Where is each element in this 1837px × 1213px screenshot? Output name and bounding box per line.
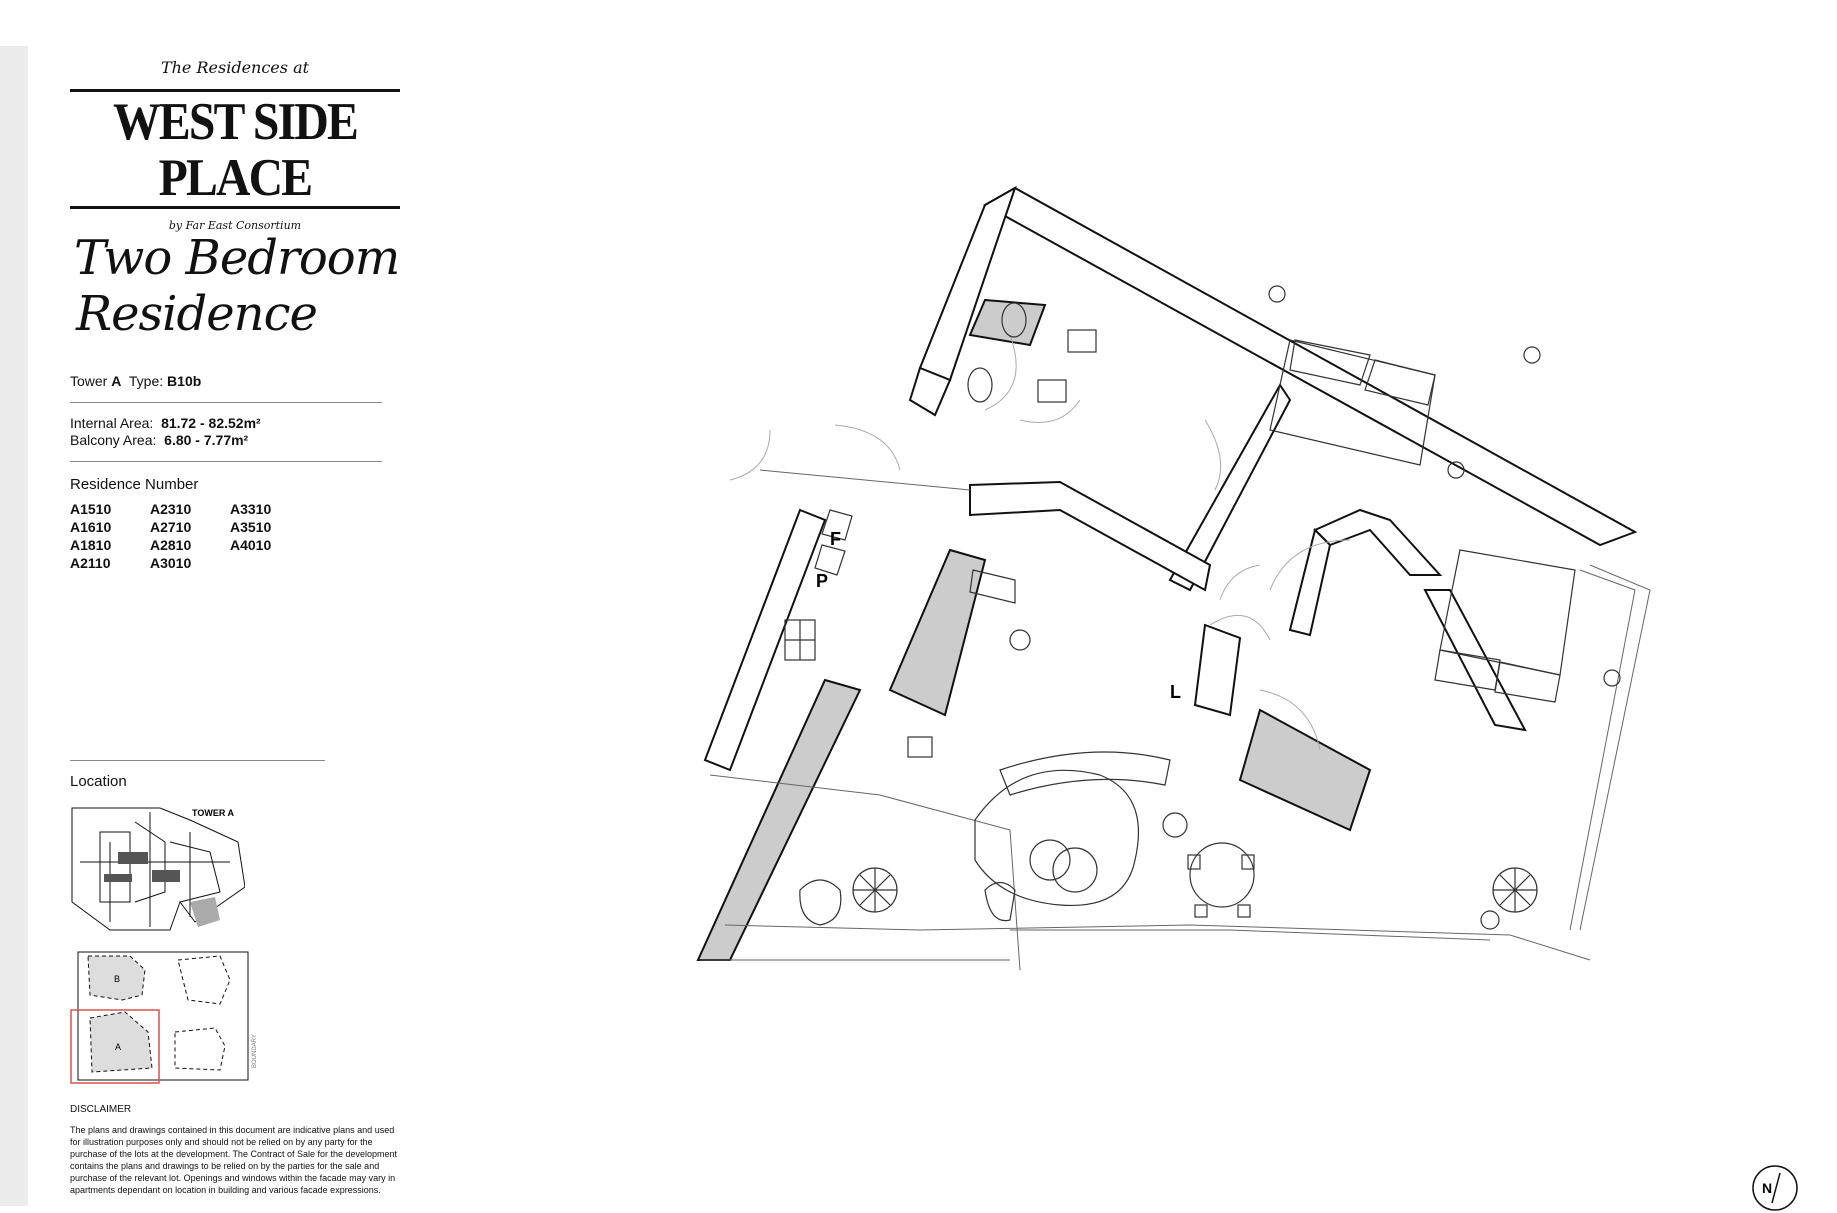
disclaimer: DISCLAIMER The plans and drawings contai… — [70, 1104, 400, 1196]
tower-value: A — [111, 373, 122, 389]
page-edge-strip — [0, 46, 28, 1206]
type-value: B10b — [167, 373, 202, 389]
wall-laundry-core — [1238, 708, 1372, 832]
residence-number-grid: A1510 A2310 A3310 A1610 A2710 A3510 A181… — [70, 501, 382, 571]
residence-number-title: Residence Number — [70, 476, 199, 493]
kitchen-island — [888, 548, 987, 717]
wall-kitchen-west — [703, 508, 827, 772]
residence-number: A4010 — [230, 537, 272, 553]
wall-west-bath — [908, 366, 952, 417]
residence-number: A1510 — [70, 501, 112, 517]
wall-northwest — [918, 185, 1017, 382]
brand-post: by Far East Consortium — [168, 219, 302, 232]
wall-bedroom2-south — [1423, 589, 1527, 732]
residence-number: A2310 — [150, 501, 192, 517]
disclaimer-title: DISCLAIMER — [70, 1104, 132, 1115]
brand-main: WEST SIDE PLACE — [112, 93, 359, 207]
brand-pre: The Residences at — [160, 58, 310, 77]
laundry-box — [1193, 623, 1242, 717]
wall-bedroom2-west — [1288, 528, 1332, 637]
tower-a-label: TOWER A — [192, 808, 234, 818]
residence-number: A3510 — [230, 519, 272, 535]
internal-area-value: 81.72 - 82.52m² — [161, 415, 261, 431]
tower-type-row: Tower A Type: B10b — [70, 373, 202, 389]
balcony-area-value: 6.80 - 7.77m² — [164, 432, 249, 448]
sidebar: The Residences at WEST SIDE PLACE by Far… — [70, 0, 410, 1206]
wall-bedroom2-north — [1313, 508, 1443, 576]
wall-north — [982, 186, 1638, 547]
page-title: Two Bedroom Residence — [74, 230, 400, 342]
internal-area-row: Internal Area: 81.72 - 82.52m² — [70, 415, 261, 431]
residence-number: A3010 — [150, 555, 192, 571]
floor-plan: F P L — [696, 185, 1651, 971]
pantry-label: P — [816, 571, 828, 591]
bath-core — [968, 298, 1047, 347]
residence-number: A3310 — [230, 501, 272, 517]
tower-location-map: TOWER A — [71, 807, 245, 931]
boundary-label: BOUNDARY — [252, 1034, 258, 1068]
block-a-label: A — [115, 1042, 121, 1052]
location-title: Location — [70, 760, 325, 790]
residence-number: A2110 — [70, 555, 111, 571]
residence-number: A2710 — [150, 519, 192, 535]
site-map: B A BOUNDARY — [70, 951, 258, 1084]
disclaimer-text: The plans and drawings contained in this… — [70, 1125, 398, 1195]
wall-bedroom1-east — [1168, 383, 1292, 592]
laundry-label: L — [1170, 682, 1181, 702]
brand-logo: The Residences at WEST SIDE PLACE by Far… — [70, 58, 400, 232]
compass-label: N — [1762, 1180, 1772, 1196]
title-line-1: Two Bedroom — [74, 230, 400, 286]
balcony-area-row: Balcony Area: 6.80 - 7.77m² — [70, 432, 249, 448]
fridge-label: F — [830, 529, 841, 549]
wall-wardrobe1 — [969, 480, 1212, 592]
residence-number: A1610 — [70, 519, 112, 535]
residence-number: A2810 — [150, 537, 192, 553]
residence-number: A1810 — [70, 537, 112, 553]
block-b-label: B — [114, 974, 120, 984]
title-line-2: Residence — [76, 286, 318, 342]
unit-meta: Tower A Type: B10b Internal Area: 81.72 … — [70, 373, 382, 571]
